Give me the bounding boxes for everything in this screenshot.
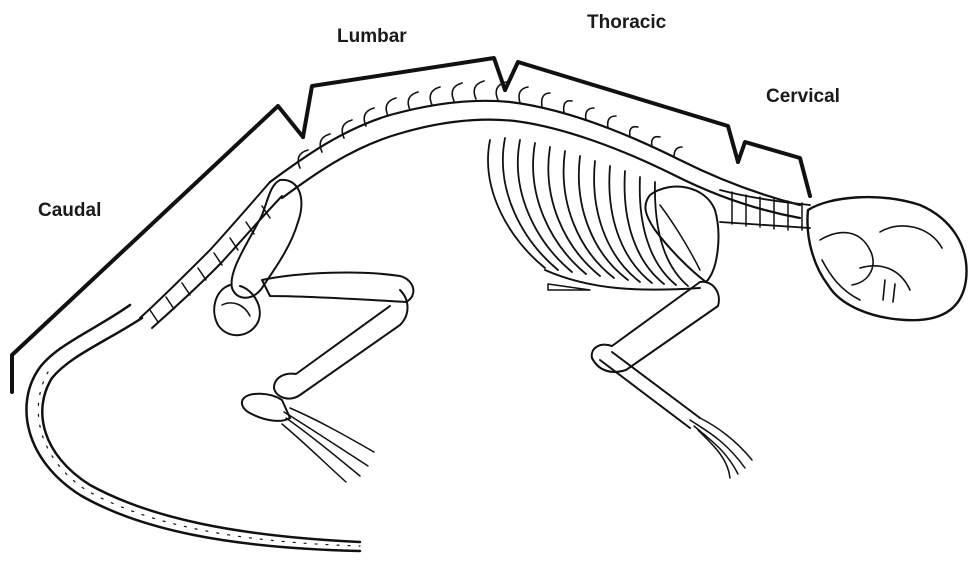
spine [270, 81, 800, 218]
skull [807, 197, 966, 320]
cervical-bracket [738, 142, 810, 196]
scapula [645, 187, 718, 282]
thoracic-bracket [505, 62, 738, 162]
tail [26, 182, 360, 551]
rib-cage [488, 138, 700, 290]
cervical-label: Cervical [766, 86, 840, 108]
caudal-bracket [12, 106, 303, 392]
front-limb [592, 282, 752, 478]
region-brackets [12, 58, 810, 392]
hind-limb [242, 273, 413, 482]
thoracic-label: Thoracic [587, 12, 666, 34]
lumbar-label: Lumbar [337, 26, 407, 48]
caudal-label: Caudal [38, 200, 101, 222]
